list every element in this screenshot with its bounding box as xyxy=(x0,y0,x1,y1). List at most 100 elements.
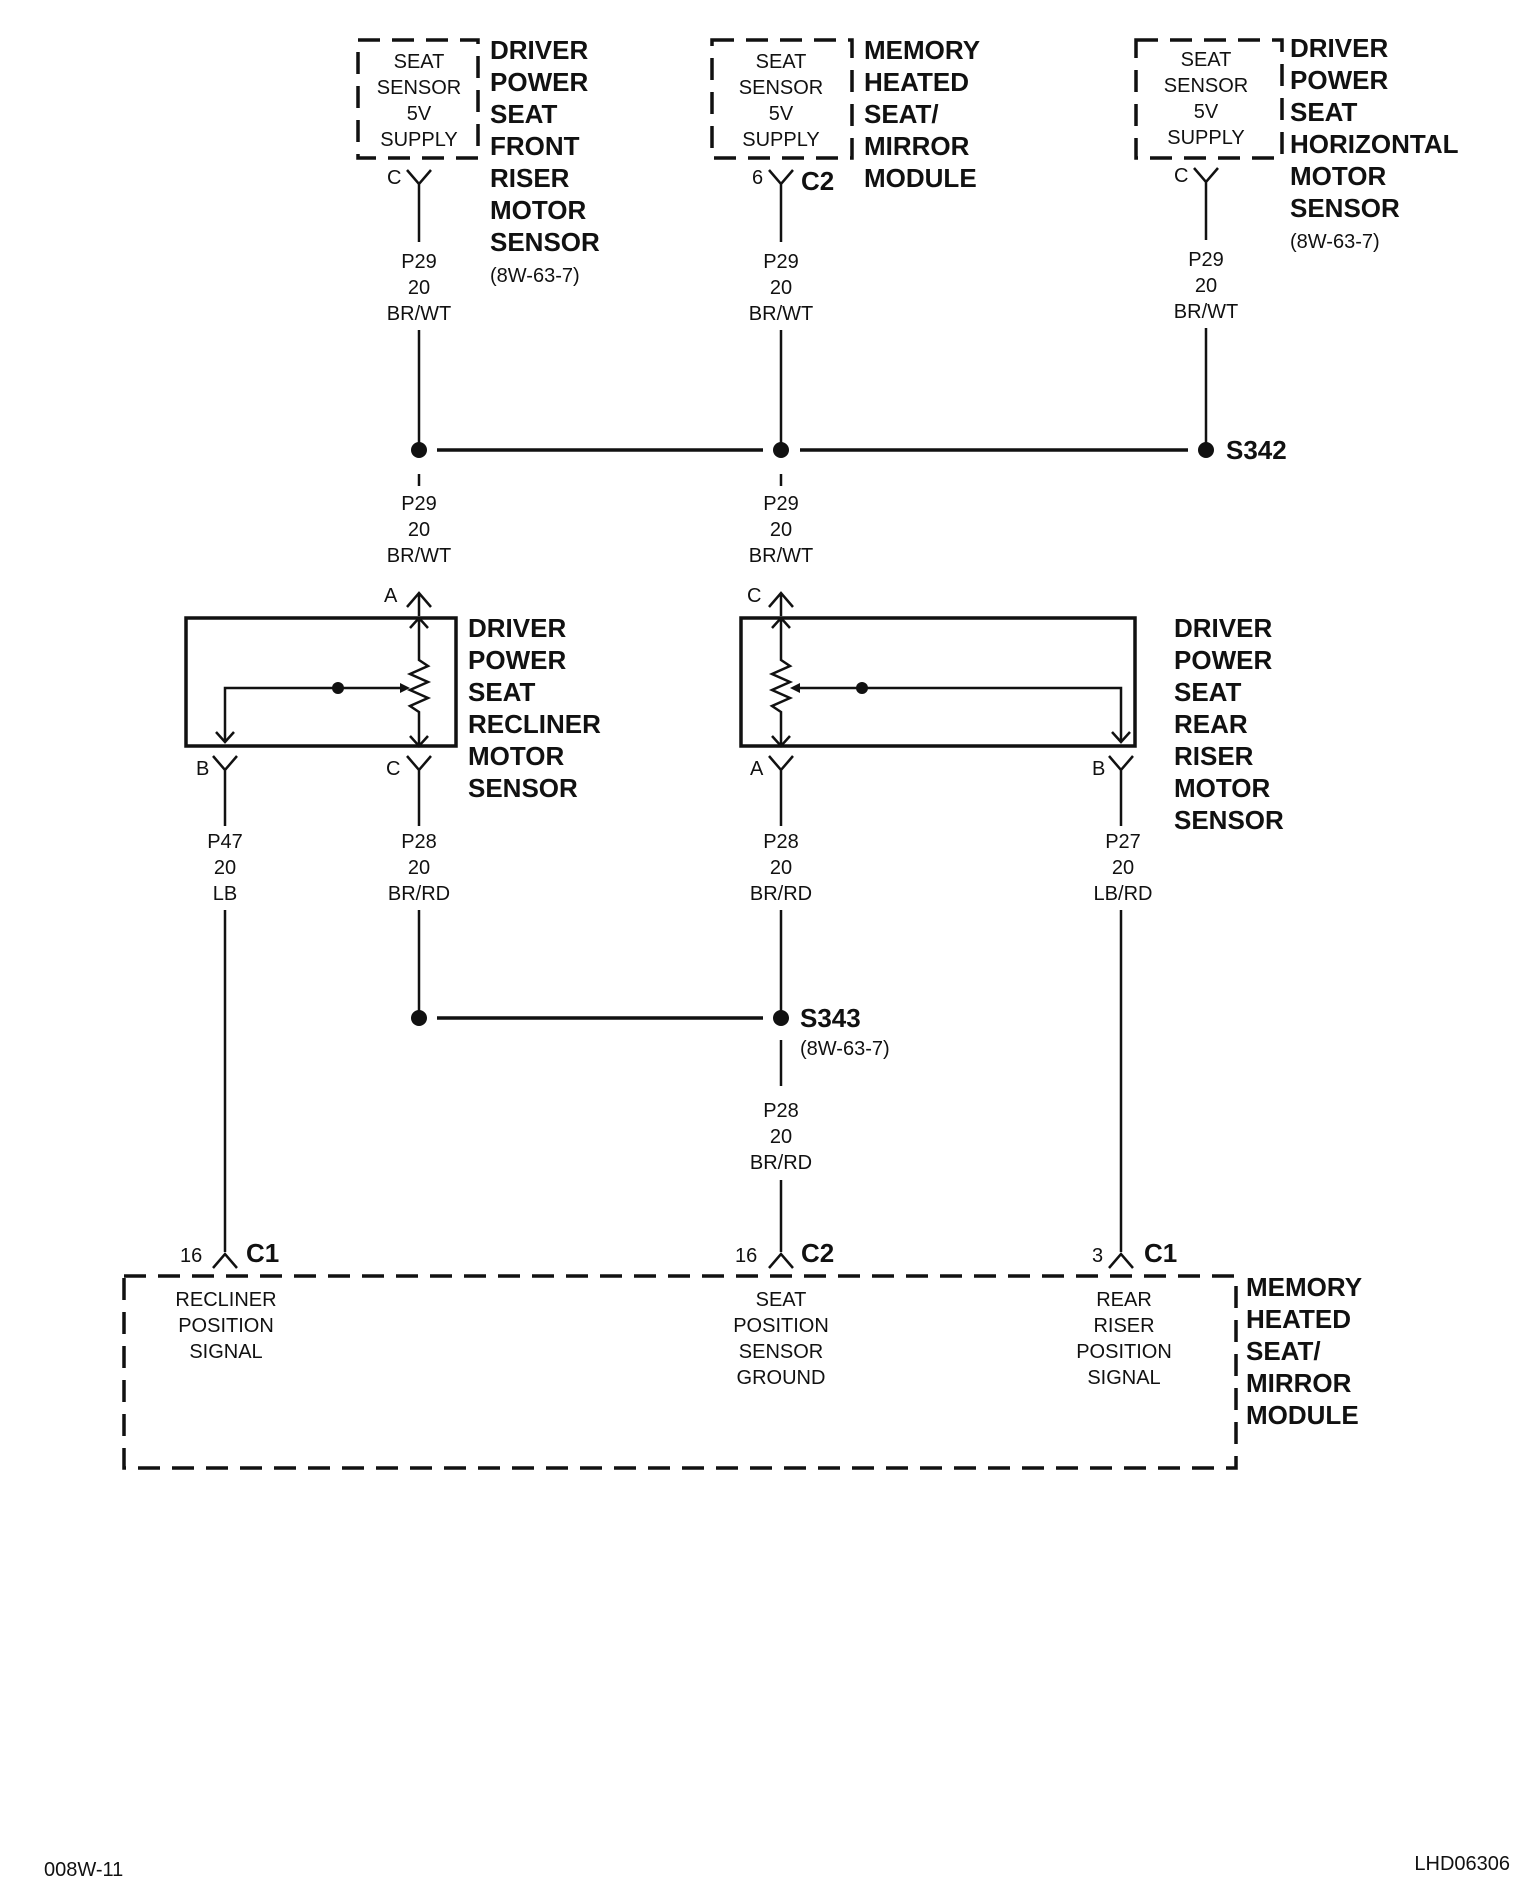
wire-label-p28-bottom: P28 20 BR/RD xyxy=(750,1100,812,1174)
component-title: SEAT xyxy=(1174,677,1242,707)
wiper-line xyxy=(800,686,1123,741)
input-label: RECLINER xyxy=(175,1289,276,1311)
supply-text: SUPPLY xyxy=(742,129,819,151)
component-title: DRIVER xyxy=(490,35,588,65)
wire-gauge: 20 xyxy=(770,1126,792,1148)
connector-symbol xyxy=(406,591,432,616)
supply-text: SENSOR xyxy=(739,77,823,99)
component-title: MOTOR xyxy=(490,195,587,225)
arrow-icon xyxy=(400,683,410,693)
splice-s342: S342 xyxy=(411,435,1287,465)
component-title: SEAT/ xyxy=(1246,1336,1321,1366)
supply-text: SENSOR xyxy=(1164,75,1248,97)
pin-label: B xyxy=(1092,758,1105,780)
wire-label-p28-mid: P28 20 BR/RD xyxy=(750,831,812,905)
connector-symbol xyxy=(768,591,794,616)
component-title: SEAT xyxy=(490,99,558,129)
supply-box xyxy=(356,38,480,160)
wire-circuit: P29 xyxy=(401,493,437,515)
supply-text: 5V xyxy=(407,103,432,125)
module-top-supply: SEAT SENSOR 5V SUPPLY MEMORY HEATED SEAT… xyxy=(710,35,980,242)
wire-label-p29-mid-upper: P29 20 BR/WT xyxy=(749,251,813,325)
wire-circuit: P28 xyxy=(763,1100,799,1122)
component-title: MOTOR xyxy=(468,741,565,771)
wire-gauge: 20 xyxy=(1195,275,1217,297)
wire-color: BR/WT xyxy=(387,303,451,325)
splice-label: S342 xyxy=(1226,435,1287,465)
memory-module: 16 C1 16 C2 3 C1 RECLINER POSITION SIGNA… xyxy=(122,1238,1362,1470)
wire-gauge: 20 xyxy=(770,857,792,879)
wire-circuit: P29 xyxy=(401,251,437,273)
pin-label: B xyxy=(196,758,209,780)
wire-gauge: 20 xyxy=(214,857,236,879)
connector-symbol xyxy=(768,1252,794,1269)
wire-color: LB xyxy=(213,883,237,905)
component-title: MIRROR xyxy=(864,131,970,161)
potentiometer-icon xyxy=(768,616,794,748)
wire-gauge: 20 xyxy=(408,857,430,879)
component-title: HEATED xyxy=(864,67,969,97)
connector-symbol xyxy=(1108,1252,1134,1269)
component-title: SEAT xyxy=(468,677,536,707)
component-title: MODULE xyxy=(864,163,977,193)
supply-text: SUPPLY xyxy=(1167,127,1244,149)
component-title: RISER xyxy=(490,163,570,193)
pin-label: 16 xyxy=(180,1245,202,1267)
horizontal-supply: SEAT SENSOR 5V SUPPLY DRIVER POWER SEAT … xyxy=(1134,33,1459,253)
component-title: RISER xyxy=(1174,741,1254,771)
pin-label: C xyxy=(747,585,761,607)
supply-text: SEAT xyxy=(1181,49,1232,71)
pin-label: 6 xyxy=(752,167,763,189)
wire-gauge: 20 xyxy=(1112,857,1134,879)
splice-dot xyxy=(773,1010,789,1026)
junction-dot xyxy=(856,682,868,694)
wire-label-p29-left-lower: P29 20 BR/WT xyxy=(387,493,451,567)
input-label: SENSOR xyxy=(739,1341,823,1363)
arrow-icon xyxy=(1111,731,1131,744)
wire-label-p29-right-upper: P29 20 BR/WT xyxy=(1174,249,1238,323)
supply-text: SEAT xyxy=(394,51,445,73)
wire-gauge: 20 xyxy=(408,519,430,541)
wire-circuit: P28 xyxy=(401,831,437,853)
input-label: SEAT xyxy=(756,1289,807,1311)
component-title: SEAT/ xyxy=(864,99,939,129)
connector-symbol xyxy=(212,1252,238,1269)
component-title: SENSOR xyxy=(490,227,600,257)
component-title: MEMORY xyxy=(864,35,980,65)
connector-label: C1 xyxy=(1144,1238,1177,1268)
component-title: SENSOR xyxy=(468,773,578,803)
supply-text: SUPPLY xyxy=(380,129,457,151)
wire-circuit: P28 xyxy=(763,831,799,853)
page-reference: (8W-63-7) xyxy=(1290,231,1380,253)
wire-color: BR/RD xyxy=(750,883,812,905)
arrow-icon xyxy=(215,731,235,744)
input-label: POSITION xyxy=(178,1315,274,1337)
connector-symbol xyxy=(212,755,238,826)
drawing-id: LHD06306 xyxy=(1414,1853,1510,1875)
sensor-housing xyxy=(739,616,1137,748)
splice-dot xyxy=(1198,442,1214,458)
input-label: GROUND xyxy=(737,1367,826,1389)
connector-symbol xyxy=(406,755,432,826)
component-title: HORIZONTAL xyxy=(1290,129,1459,159)
wire-circuit: P29 xyxy=(763,251,799,273)
supply-text: 5V xyxy=(1194,101,1219,123)
pin-label: A xyxy=(750,758,764,780)
input-label: POSITION xyxy=(733,1315,829,1337)
pin-label: C xyxy=(386,758,400,780)
wire-gauge: 20 xyxy=(770,277,792,299)
page-reference: (8W-63-7) xyxy=(800,1038,890,1060)
connector-symbol xyxy=(406,169,432,242)
wire-circuit: P29 xyxy=(763,493,799,515)
rear-riser-sensor: C DRIVER POWER SEAT REAR RISER MOTOR SEN… xyxy=(739,585,1284,835)
wiper-line xyxy=(223,686,400,741)
component-title: DRIVER xyxy=(468,613,566,643)
component-title: POWER xyxy=(468,645,566,675)
component-title: DRIVER xyxy=(1290,33,1388,63)
component-title: SENSOR xyxy=(1290,193,1400,223)
wire-gauge: 20 xyxy=(770,519,792,541)
potentiometer-icon xyxy=(406,616,432,748)
pin-label: A xyxy=(384,585,398,607)
component-title: DRIVER xyxy=(1174,613,1272,643)
